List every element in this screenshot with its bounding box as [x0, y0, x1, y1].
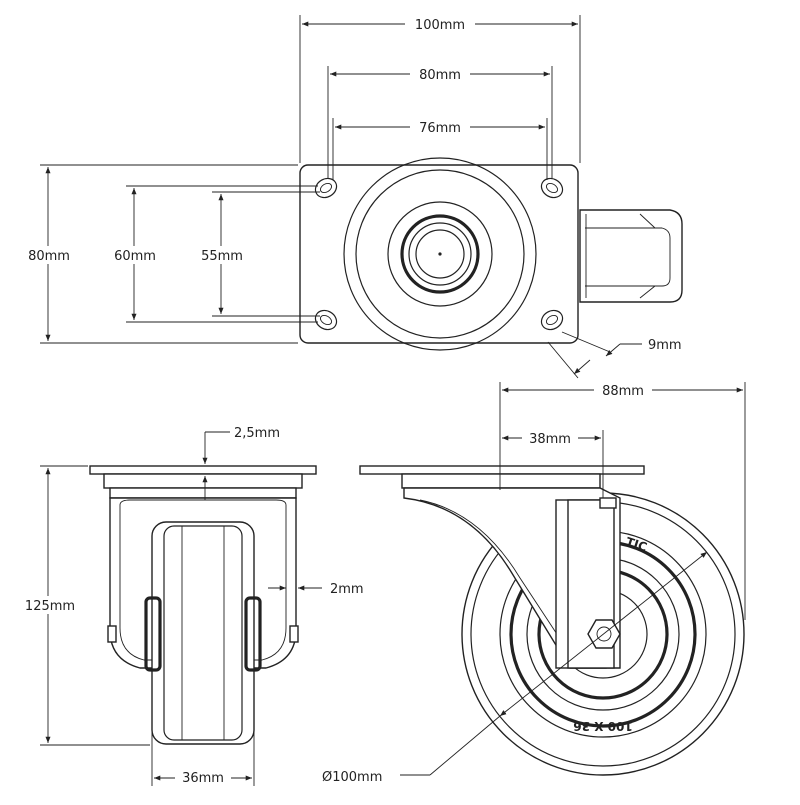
dim-wheel-width: 36mm	[182, 771, 224, 786]
tire-marking: 100 X 36	[573, 719, 632, 733]
front-wheel	[144, 521, 262, 745]
tire-brand-fragment: TIC	[624, 535, 649, 555]
dim-offset: 38mm	[529, 432, 571, 447]
dim-slot-width: 9mm	[648, 338, 682, 353]
dim-plate-thickness: 2,5mm	[234, 426, 280, 441]
dim-wheel-diameter: Ø100mm	[322, 770, 382, 785]
dim-hole-spacing-vertical-outer: 60mm	[114, 249, 156, 264]
wheel-top-projection	[579, 209, 683, 303]
dim-hole-spacing-inner: 76mm	[419, 121, 461, 136]
swivel-bearing-rings	[343, 157, 537, 351]
dim-fork-thickness: 2mm	[330, 582, 364, 597]
side-view: 100 X 36 TIC 88mm 38mm Ø100mm	[322, 382, 746, 785]
dim-overall-height: 125mm	[25, 599, 75, 614]
front-mounting-plate	[89, 465, 317, 475]
dim-hole-spacing-outer: 80mm	[419, 68, 461, 83]
front-view: 2,5mm 125mm 2mm 36mm	[20, 426, 364, 786]
dim-swivel-radius: 88mm	[602, 384, 644, 399]
dim-hole-spacing-vertical-inner: 55mm	[201, 249, 243, 264]
dim-plate-width: 100mm	[415, 18, 465, 33]
mounting-holes	[314, 177, 564, 331]
side-mounting-plate	[359, 465, 645, 475]
top-view: 100mm 80mm 76mm 80mm 60mm 55mm	[22, 15, 683, 379]
dim-plate-height: 80mm	[28, 249, 70, 264]
